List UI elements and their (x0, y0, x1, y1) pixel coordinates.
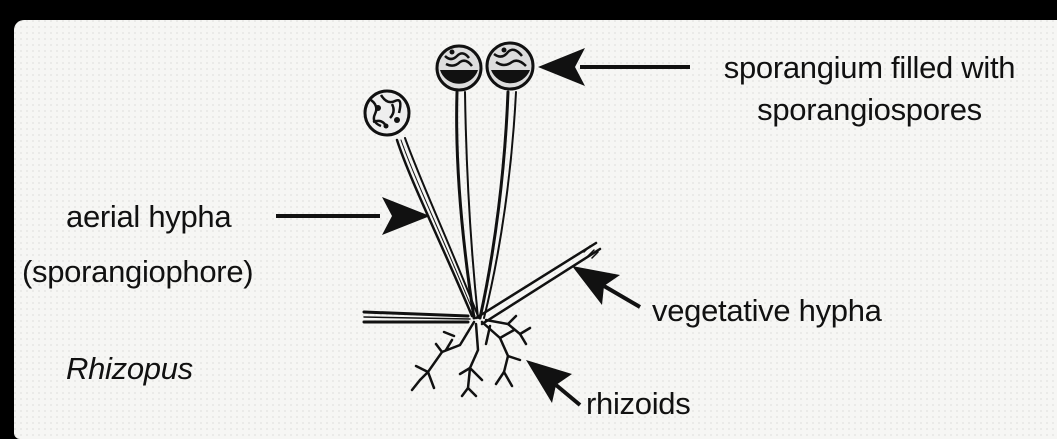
sporangium-left (365, 91, 409, 135)
vegetative-hypha (476, 243, 600, 324)
sporangium-label: sporangium filled with sporangiospores (692, 50, 1047, 128)
rhizoids-arrow (526, 360, 580, 405)
genus-label: Rhizopus (66, 351, 193, 387)
colony-base (364, 312, 470, 322)
sporangium-middle (437, 46, 481, 90)
sporangium-label-line1: sporangium filled with (692, 50, 1047, 86)
arrows (276, 48, 690, 405)
rhizoids-label-text: rhizoids (586, 386, 690, 421)
sporangium-arrow (538, 48, 690, 86)
sporangiophores (397, 92, 516, 318)
sporangiophore-label-text: (sporangiophore) (22, 254, 253, 289)
rhizoids (412, 316, 530, 396)
genus-label-text: Rhizopus (66, 351, 193, 386)
sporangium-label-line2: sporangiospores (692, 92, 1047, 128)
rhizoids-label: rhizoids (586, 386, 690, 422)
vegetative-hypha-label-text: vegetative hypha (652, 293, 882, 328)
sporangiophore-label: (sporangiophore) (22, 254, 253, 290)
sporangium-right (487, 43, 533, 89)
aerial-hypha-arrow (276, 197, 430, 235)
vegetative-hypha-label: vegetative hypha (652, 293, 882, 329)
aerial-hypha-label-line1: aerial hypha (66, 199, 231, 234)
aerial-hypha-label: aerial hypha (66, 199, 231, 235)
vegetative-hypha-arrow (572, 266, 640, 307)
